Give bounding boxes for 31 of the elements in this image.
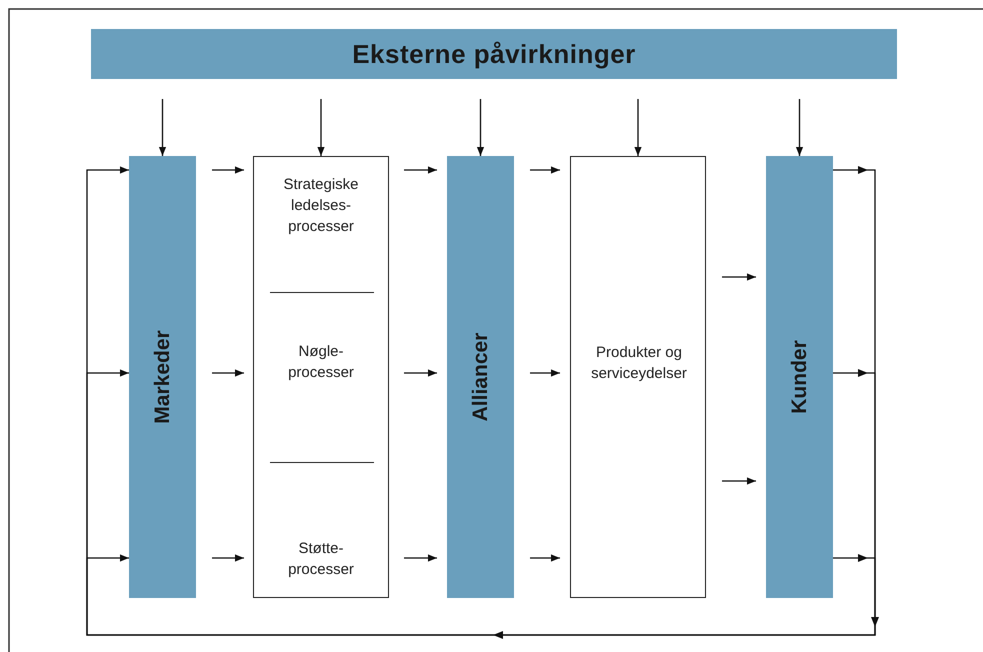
column-bar (447, 156, 514, 598)
process-label: Produkter og serviceydelser (590, 343, 688, 384)
arrow (212, 554, 244, 562)
arrow (530, 554, 560, 562)
process-box (570, 156, 706, 598)
arrow (530, 166, 560, 174)
banner-title: Eksterne påvirkninger (351, 39, 637, 69)
process-label: Nøgle-processer (287, 342, 355, 383)
arrow (404, 369, 437, 377)
arrow (212, 166, 244, 174)
arrow (722, 477, 756, 485)
arrow (212, 369, 244, 377)
arrow (796, 99, 804, 156)
arrow (476, 99, 484, 156)
column-label: Kunder (788, 339, 812, 416)
column-label: Markeder (150, 329, 174, 426)
arrow (530, 369, 560, 377)
process-box (253, 156, 389, 598)
arrow (404, 166, 437, 174)
process-label: Støtte-processer (287, 539, 355, 580)
arrow (722, 273, 756, 281)
arrow (86, 554, 876, 636)
column-bar (129, 156, 196, 598)
arrow (404, 554, 437, 562)
arrow (317, 99, 325, 156)
column-label: Alliancer (468, 332, 492, 424)
arrow (634, 99, 642, 156)
process-label: Strategiske ledelses-processer (282, 175, 360, 237)
banner-box (91, 29, 897, 79)
column-bar (766, 156, 833, 598)
arrow (158, 99, 166, 156)
